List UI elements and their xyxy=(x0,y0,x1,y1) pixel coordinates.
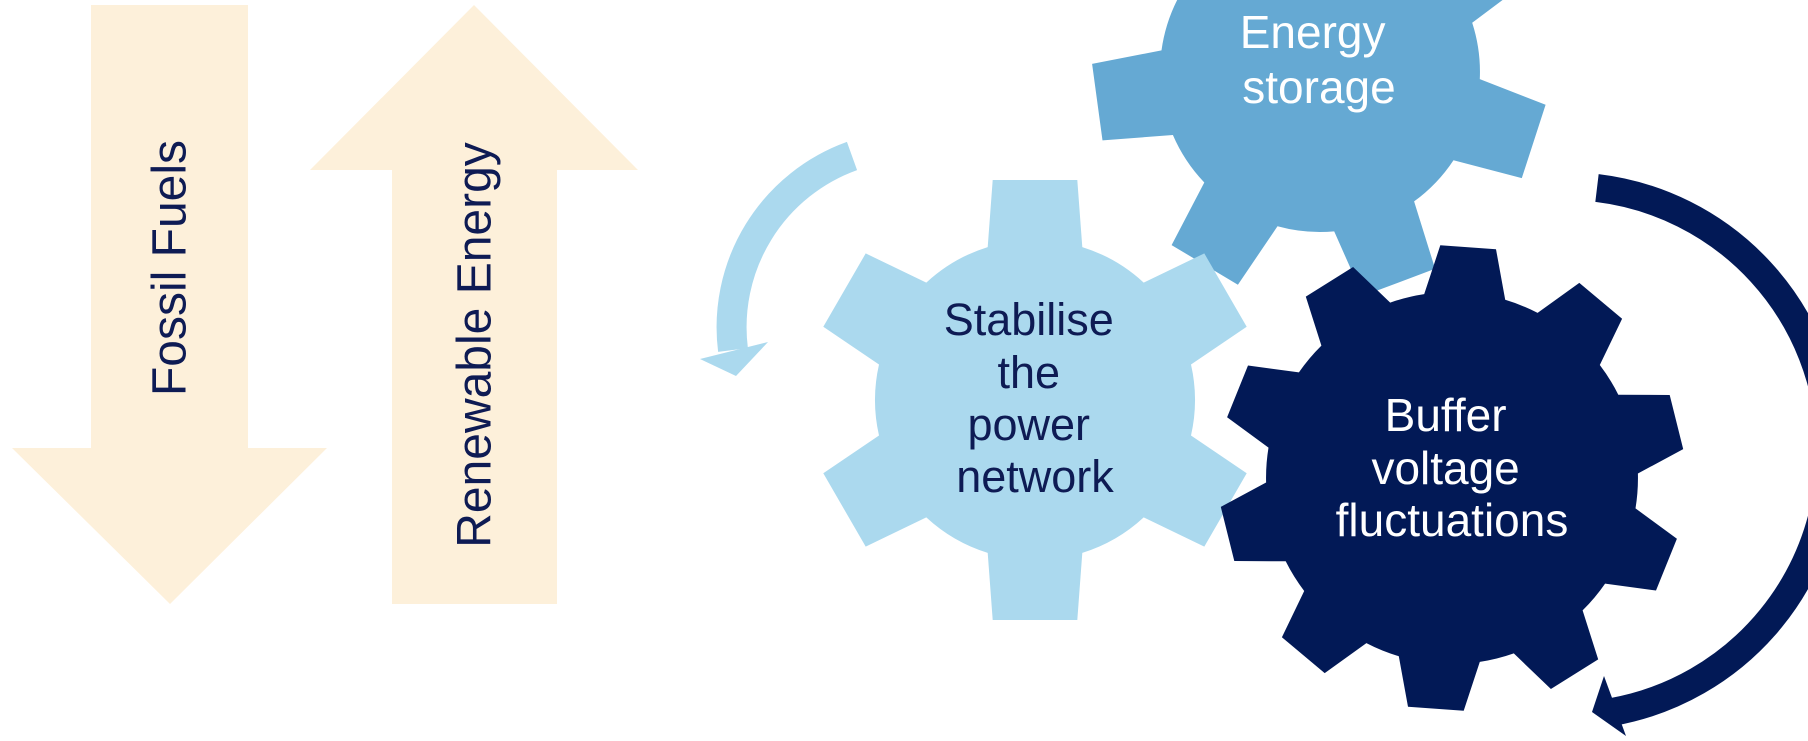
energy-storage-label: Energy storage xyxy=(1240,6,1399,113)
rotation-arrow-dark xyxy=(1592,174,1808,736)
energy-storage-line-2: storage xyxy=(1242,61,1395,113)
stabilise-line-4: network xyxy=(956,451,1114,502)
renewable-energy-label: Renewable Energy xyxy=(449,142,502,548)
fossil-fuels-down-arrow xyxy=(12,5,327,604)
buffer-line-2: voltage xyxy=(1371,442,1519,494)
fossil-fuels-label: Fossil Fuels xyxy=(144,140,197,396)
stabilise-line-3: power xyxy=(967,399,1090,450)
buffer-voltage-gear xyxy=(1220,245,1684,711)
energy-storage-line-1: Energy xyxy=(1240,6,1386,58)
buffer-voltage-label: Buffer voltage fluctuations xyxy=(1336,389,1569,546)
stabilise-network-label: Stabilise the power network xyxy=(944,294,1127,502)
energy-storage-gear xyxy=(1092,0,1546,296)
stabilise-line-2: the xyxy=(997,347,1060,398)
buffer-line-1: Buffer xyxy=(1385,389,1507,441)
buffer-line-3: fluctuations xyxy=(1336,494,1569,546)
renewable-energy-up-arrow xyxy=(310,5,638,604)
stabilise-network-gear xyxy=(823,180,1247,620)
rotation-arrow-light xyxy=(700,141,858,376)
stabilise-line-1: Stabilise xyxy=(944,294,1114,345)
